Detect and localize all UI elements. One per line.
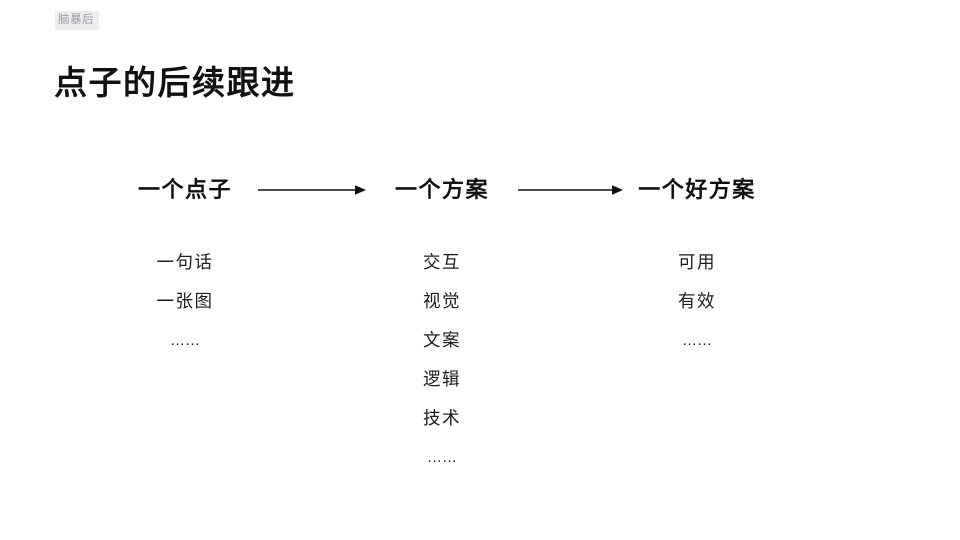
flow-stage-heading-2: 一个方案 bbox=[394, 177, 489, 202]
list-item: 可用 bbox=[678, 252, 716, 272]
list-item: 有效 bbox=[678, 291, 716, 311]
list-item: 一句话 bbox=[156, 252, 214, 272]
flow-stage-heading-1: 一个点子 bbox=[137, 177, 232, 202]
detail-column-good-plan: 可用 有效 …… bbox=[607, 243, 787, 360]
arrow-right-icon bbox=[518, 183, 623, 197]
list-item: 一张图 bbox=[156, 291, 214, 311]
page-title: 点子的后续跟进 bbox=[54, 64, 296, 102]
list-item-ellipsis: …… bbox=[682, 332, 712, 349]
arrow-right-icon bbox=[258, 183, 366, 197]
list-item-ellipsis: …… bbox=[427, 449, 457, 466]
detail-column-idea: 一句话 一张图 …… bbox=[95, 243, 275, 360]
list-item: 交互 bbox=[423, 252, 461, 272]
list-item: 技术 bbox=[423, 408, 461, 428]
list-item: 逻辑 bbox=[423, 369, 461, 389]
section-kicker-label: 脑暴后 bbox=[55, 11, 99, 30]
detail-column-plan: 交互 视觉 文案 逻辑 技术 …… bbox=[352, 243, 532, 477]
list-item-ellipsis: …… bbox=[170, 332, 200, 349]
list-item: 文案 bbox=[423, 330, 461, 350]
detail-columns: 一句话 一张图 …… 交互 视觉 文案 逻辑 技术 …… 可用 有效 …… bbox=[0, 243, 960, 483]
flow-stage-heading-3: 一个好方案 bbox=[638, 177, 756, 202]
list-item: 视觉 bbox=[423, 291, 461, 311]
flow-diagram: 一个点子 一个方案 一个好方案 bbox=[0, 172, 960, 208]
